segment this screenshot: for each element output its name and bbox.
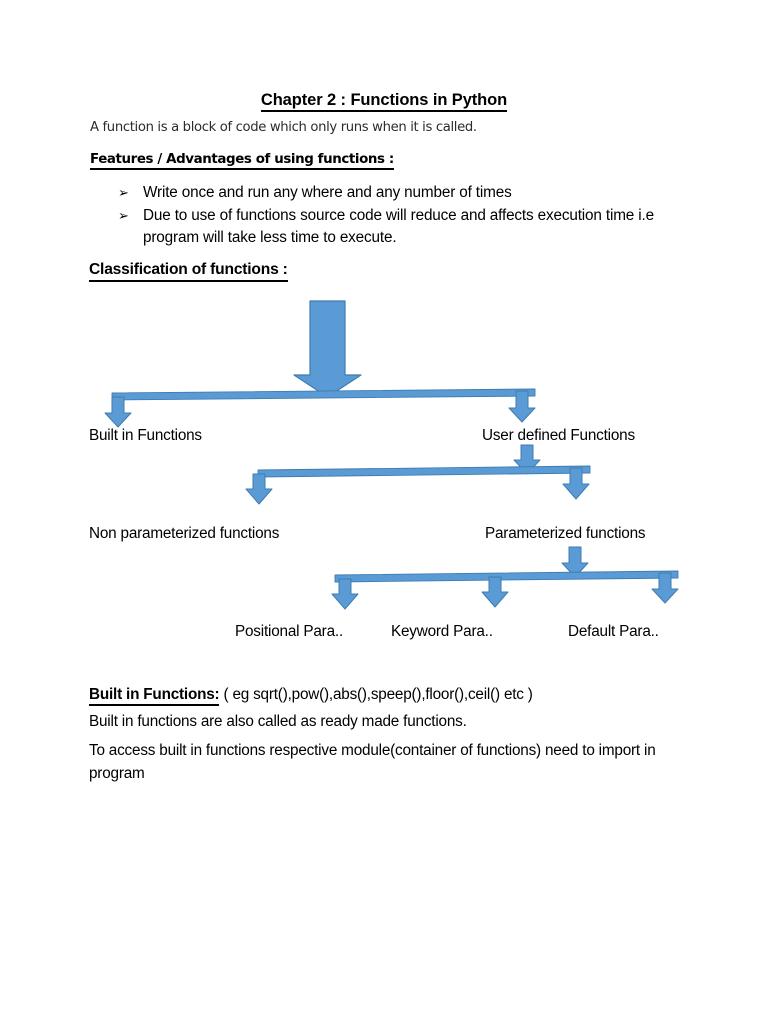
node-label-default-para: Default Para.. — [568, 623, 659, 640]
built-in-functions-description: Built in functions are also called as re… — [89, 713, 467, 730]
tier3-left-down-arrow-icon — [331, 578, 359, 610]
root-down-arrow-icon — [293, 300, 362, 398]
tier1-right-down-arrow-icon — [508, 390, 536, 423]
list-item: ➢ Due to use of functions source code wi… — [118, 205, 698, 250]
tier2-left-down-arrow-icon — [245, 473, 273, 505]
tier1-connector-bar — [111, 388, 536, 401]
function-classification-diagram: Built in Functions User defined Function… — [0, 285, 768, 660]
built-in-functions-heading-row: Built in Functions: ( eg sqrt(),pow(),ab… — [89, 686, 689, 706]
tier2-connector-bar — [257, 465, 591, 478]
node-label-user-defined-functions: User defined Functions — [482, 427, 635, 444]
page-title-text: Chapter 2 : Functions in Python — [260, 91, 507, 112]
node-label-keyword-para: Keyword Para.. — [391, 623, 493, 640]
built-in-functions-label: Built in Functions: — [89, 686, 220, 706]
node-label-built-in-functions: Built in Functions — [89, 427, 202, 444]
diagram-svg — [104, 300, 679, 610]
tier2-right-down-arrow-icon — [562, 467, 590, 500]
list-item: ➢ Write once and run any where and any n… — [118, 182, 698, 205]
built-in-functions-import-note: To access built in functions respective … — [89, 742, 656, 782]
classification-heading: Classification of functions : — [89, 261, 288, 282]
features-heading: Features / Advantages of using functions… — [90, 152, 394, 170]
classification-heading-text: Classification of functions : — [89, 261, 288, 282]
tier3-right-down-arrow-icon — [651, 572, 679, 604]
tier3-connector-bar — [334, 570, 679, 583]
node-label-positional-para: Positional Para.. — [235, 623, 343, 640]
tier1-left-down-arrow-icon — [104, 396, 132, 428]
list-item-text: Due to use of functions source code will… — [143, 206, 654, 247]
features-bullet-list: ➢ Write once and run any where and any n… — [118, 182, 698, 250]
tier3-incoming-down-arrow-icon — [561, 546, 589, 578]
tier3-middle-down-arrow-icon — [481, 576, 509, 608]
list-item-text: Write once and run any where and any num… — [143, 184, 512, 201]
intro-paragraph: A function is a block of code which only… — [90, 120, 477, 135]
features-heading-text: Features / Advantages of using functions… — [90, 152, 394, 170]
node-label-non-parameterized-functions: Non parameterized functions — [89, 525, 280, 542]
page-title: Chapter 2 : Functions in Python — [0, 91, 768, 112]
built-in-functions-examples: ( eg sqrt(),pow(),abs(),speep(),floor(),… — [219, 686, 533, 703]
built-in-functions-section: Built in Functions: ( eg sqrt(),pow(),ab… — [89, 686, 689, 785]
bullet-arrow-icon: ➢ — [118, 207, 129, 223]
node-label-parameterized-functions: Parameterized functions — [485, 525, 646, 542]
bullet-arrow-icon: ➢ — [118, 185, 129, 200]
